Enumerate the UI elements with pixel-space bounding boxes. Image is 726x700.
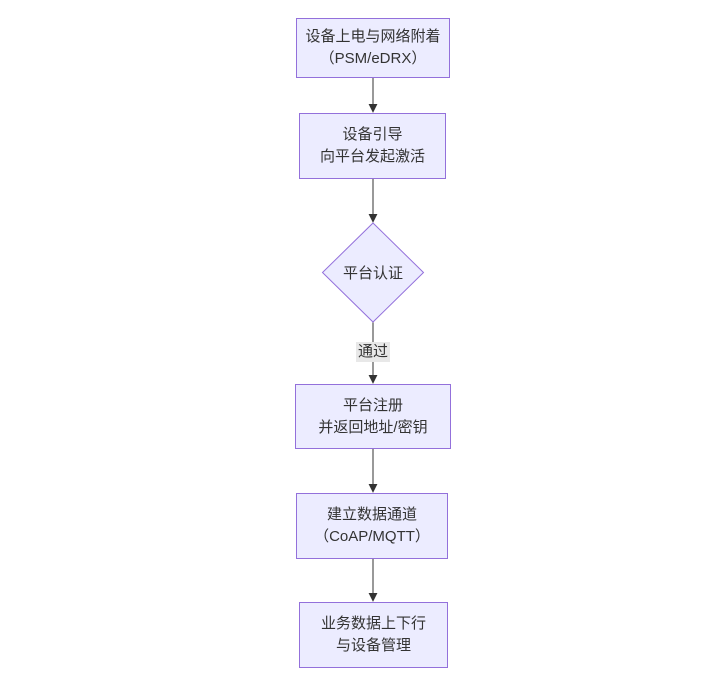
node-text-line: 并返回地址/密钥: [318, 418, 428, 436]
node-text-line: 业务数据上下行: [320, 615, 426, 632]
node-business-data: 业务数据上下行 与设备管理: [299, 602, 448, 668]
node-device-power-attach: 设备上电与网络附着 （PSM/eDRX）: [296, 18, 450, 78]
node-text-line: （CoAP/MQTT）: [314, 528, 430, 545]
node-device-bootstrap: 设备引导 向平台发起激活: [299, 113, 446, 179]
node-data-channel: 建立数据通道 （CoAP/MQTT）: [296, 493, 448, 559]
node-text-line: 与设备管理: [335, 637, 411, 654]
node-platform-auth-label: 平台认证: [342, 265, 403, 282]
node-text-line: 设备上电与网络附着: [305, 28, 441, 45]
node-text-line: （PSM/eDRX）: [319, 50, 427, 67]
node-text-line: 设备引导: [342, 126, 403, 143]
node-text-line: 建立数据通道: [326, 506, 417, 523]
node-platform-register: 平台注册 并返回地址/密钥: [295, 384, 451, 449]
node-text-line: 向平台发起激活: [319, 148, 425, 165]
edge-label-pass: 通过: [355, 342, 391, 362]
node-text-line: 平台注册: [342, 396, 403, 414]
